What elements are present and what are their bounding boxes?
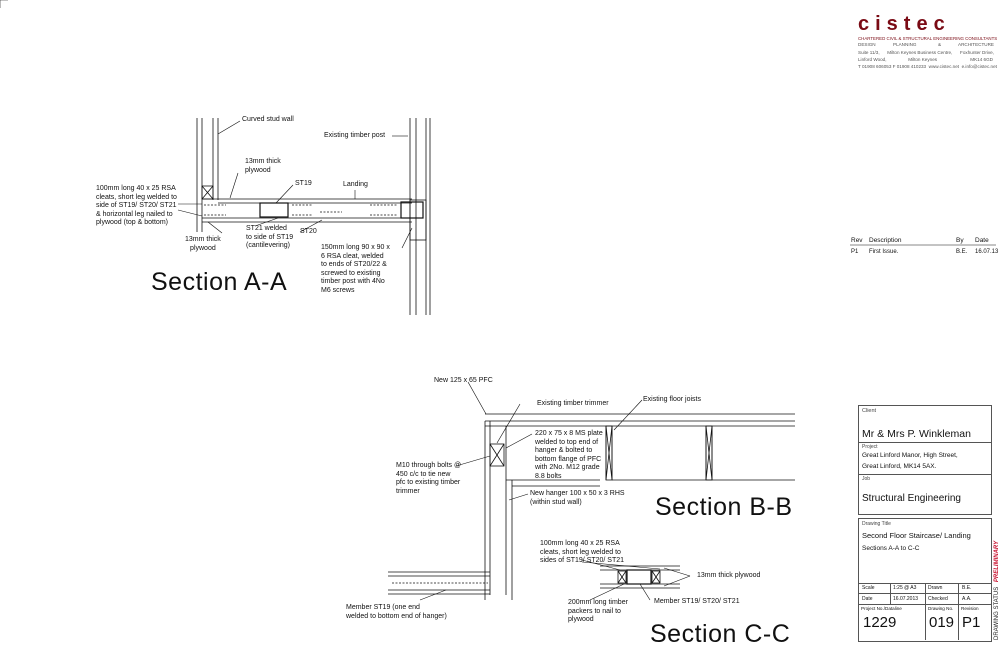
label-m10-bolts: M10 through bolts @ 450 c/c to tie new p… [396,462,462,495]
drawing-title: Second Floor Staircase/ Landing [862,531,971,540]
project-line1: Great Linford Manor, High Street, [862,452,958,459]
drawing-no-label: Drawing No. [928,606,954,611]
date-label: Date [862,596,873,602]
grid-vline-3 [958,583,959,640]
company-address-line2: Linford Wood, Milton Keynes MK14 6GD [858,57,993,62]
checked-value: A.A. [962,596,972,602]
rev-row-description: First Issue. [869,249,899,255]
drawing-no: 019 [929,614,955,631]
label-timber-packers: 200mm long timber packers to nail to ply… [568,599,628,623]
rev-row-rev: P1 [851,249,859,255]
grid-vline-2 [925,583,926,640]
title-block-drawing-box [858,518,992,642]
rev-header-rev: Rev [851,237,863,244]
label-existing-floor-joists: Existing floor joists [643,396,701,403]
project-line2: Great Linford, MK14 5AX. [862,463,937,470]
drawing-status-value: PRELIMINARY [994,540,1000,583]
revision-label: Revision [961,606,979,611]
scale-value: 1:25 @ A3 [893,585,917,591]
company-contact: T 01908 606053 F 01908 410233 www.cistec… [858,64,997,69]
job-name: Structural Engineering [862,493,961,504]
label-plywood-top: 13mm thick plywood [245,158,281,174]
rev-header-description: Description [869,237,902,244]
label-rsa-cleats-c: 100mm long 40 x 25 RSA cleats, short leg… [540,540,625,564]
revision-no: P1 [962,614,981,631]
label-plywood-c: 13mm thick plywood [697,572,761,579]
label-st19: ST19 [295,180,312,187]
company-address-line1: Suite 11/3, Milton Keynes Business Centr… [858,50,995,55]
section-c-title: Section C-C [650,620,791,648]
company-logo: cistec [858,13,951,35]
title-block-divider-1 [858,442,992,443]
company-discipline-planning: PLANNING [893,42,917,47]
label-ms-plate: 220 x 75 x 8 MS plate welded to top end … [535,430,603,480]
drawn-value: B.E. [962,585,972,591]
section-b-title: Section B-B [655,493,793,521]
job-label: Job [862,476,871,482]
title-block-client-box [858,405,992,515]
company-tagline: CHARTERED CIVIL & STRUCTURAL ENGINEERING… [858,36,998,41]
label-existing-trimmer: Existing timber trimmer [537,400,609,407]
label-landing: Landing [343,181,368,188]
label-st21: ST21 welded to side of ST19 (cantileveri… [246,225,294,249]
drawing-status-label: DRAWING STATUS [994,586,1000,640]
label-curved-stud-wall: Curved stud wall [242,116,294,123]
label-member-st19: Member ST19 (one end welded to bottom en… [346,604,447,620]
drawn-label: Drawn [928,585,943,591]
drawing-subtitle: Sections A-A to C-C [862,545,920,552]
label-st20: ST20 [300,228,317,235]
company-discipline-amp: & [938,42,942,47]
label-rsa-cleats-a: 100mm long 40 x 25 RSA cleats, short leg… [96,185,177,226]
company-discipline-architecture: ARCHITECTURE [958,42,994,47]
company-discipline-design: DESIGN [858,42,876,47]
label-plywood-bottom: 13mm thick plywood [185,236,221,252]
date-value: 16.07.2013 [893,596,919,602]
label-existing-timber-post: Existing timber post [324,132,386,139]
label-member-c: Member ST19/ ST20/ ST21 [654,598,740,605]
project-label: Project [862,444,878,450]
drawing-title-label: Drawing Title [862,521,891,527]
checked-label: Checked [928,596,948,602]
client-name: Mr & Mrs P. Winkleman [862,428,971,440]
rev-row-date: 16.07.13 [975,249,999,255]
label-new-pfc: New 125 x 65 PFC [434,377,493,384]
drawing-status: DRAWING STATUS PRELIMINARY [994,541,1000,640]
rev-row-by: B.E. [956,249,968,255]
project-no: 1229 [863,614,897,631]
label-rsa-cleat-post: 150mm long 90 x 90 x 6 RSA cleat, welded… [321,244,390,294]
client-label: Client [862,408,877,414]
label-new-hanger: New hanger 100 x 50 x 3 RHS (within stud… [530,490,625,506]
rev-header-date: Date [975,237,989,244]
rev-header-by: By [956,237,964,244]
grid-vline-1 [890,583,891,604]
scale-label: Scale [862,585,875,591]
title-block-divider-2 [858,474,992,475]
project-no-label: Project No./Dataline [861,606,902,611]
section-a-title: Section A-A [151,268,288,296]
